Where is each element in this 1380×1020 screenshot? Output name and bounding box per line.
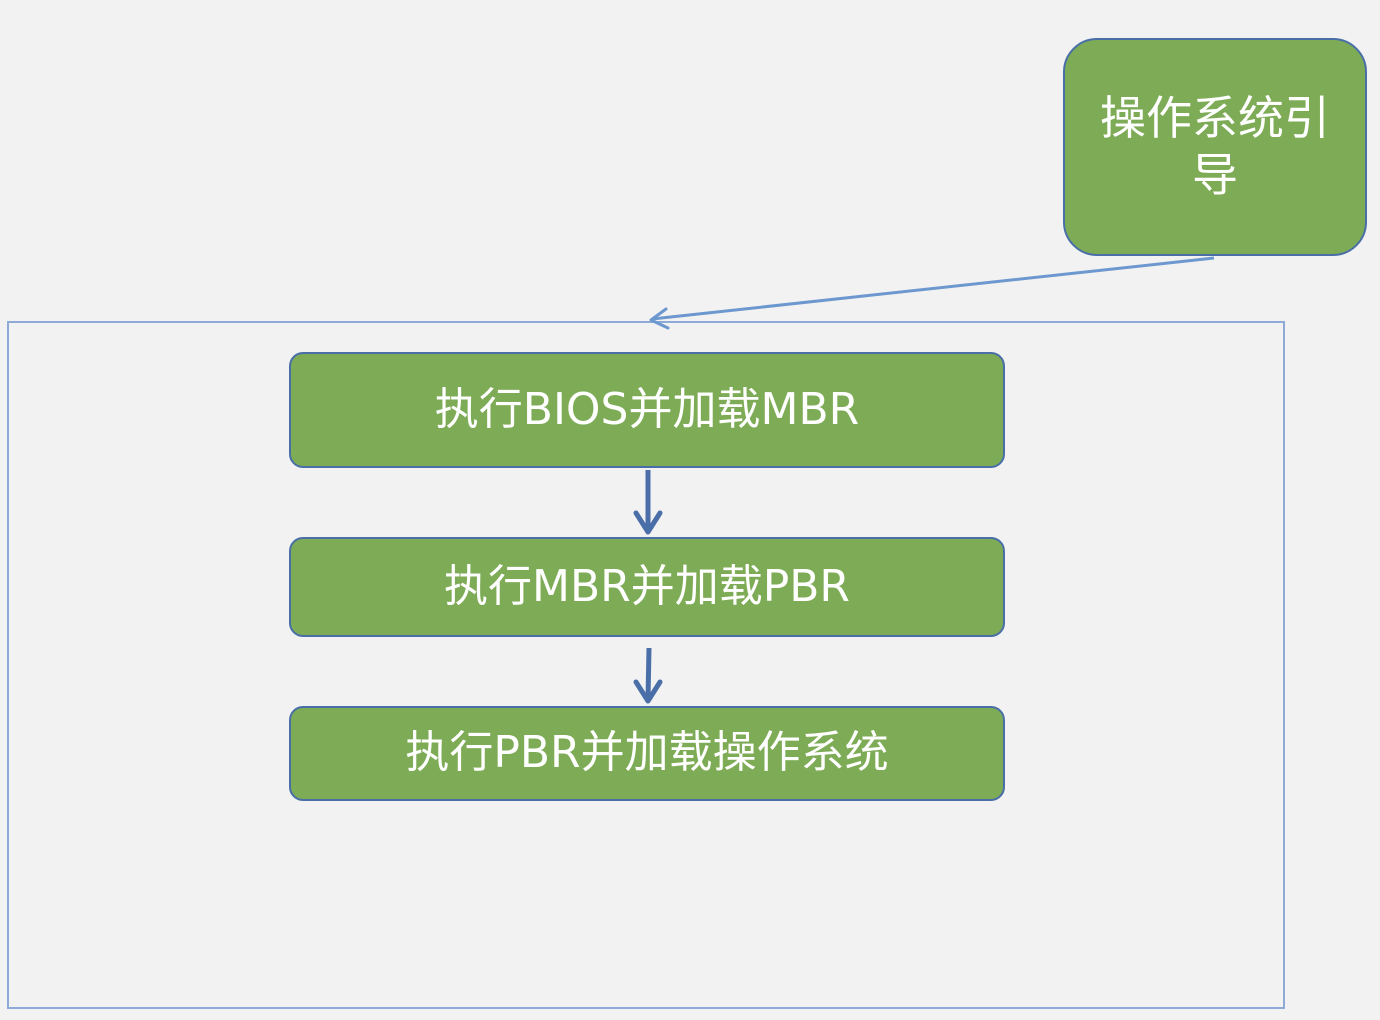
process-group-frame — [7, 321, 1285, 1009]
node-step-1-label: 执行BIOS并加载MBR — [434, 383, 860, 435]
node-os-boot-label: 操作系统引导 — [1100, 90, 1330, 203]
node-step-2-label: 执行MBR并加载PBR — [443, 560, 850, 612]
node-os-boot: 操作系统引导 — [1063, 38, 1367, 256]
node-step-1: 执行BIOS并加载MBR — [289, 352, 1005, 468]
connector-boot-to-frame — [651, 256, 1215, 321]
node-step-3: 执行PBR并加载操作系统 — [289, 706, 1005, 801]
node-step-2: 执行MBR并加载PBR — [289, 537, 1005, 637]
node-step-3-label: 执行PBR并加载操作系统 — [405, 727, 889, 779]
